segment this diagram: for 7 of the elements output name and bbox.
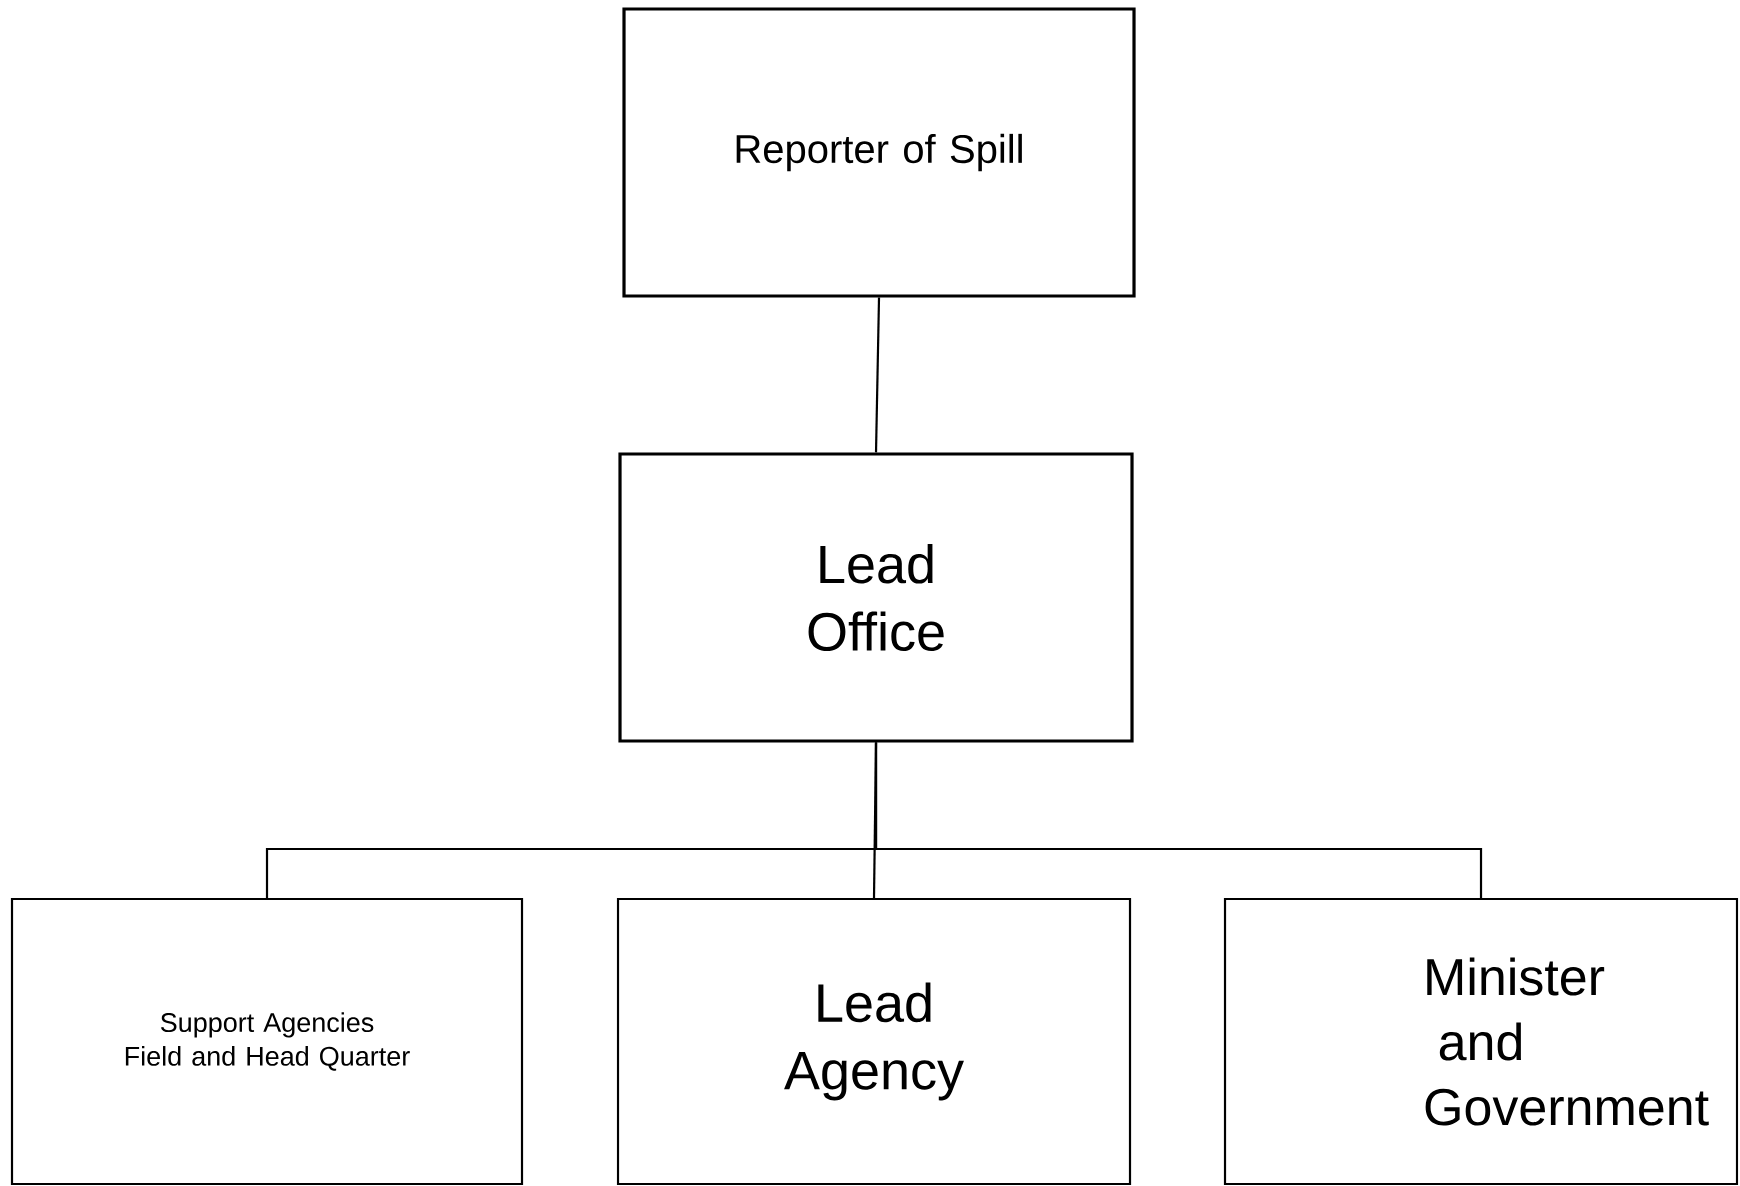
org-box: Lead Agency [616, 897, 1132, 1186]
org-box: Minister and Government [1223, 897, 1739, 1186]
org-box: Support Agencies Field and Head Quarter [10, 897, 524, 1186]
connector-line [874, 297, 881, 453]
org-box: Lead Office [618, 452, 1134, 743]
org-box: Reporter of Spill [622, 7, 1136, 298]
connector-line [874, 742, 1483, 898]
